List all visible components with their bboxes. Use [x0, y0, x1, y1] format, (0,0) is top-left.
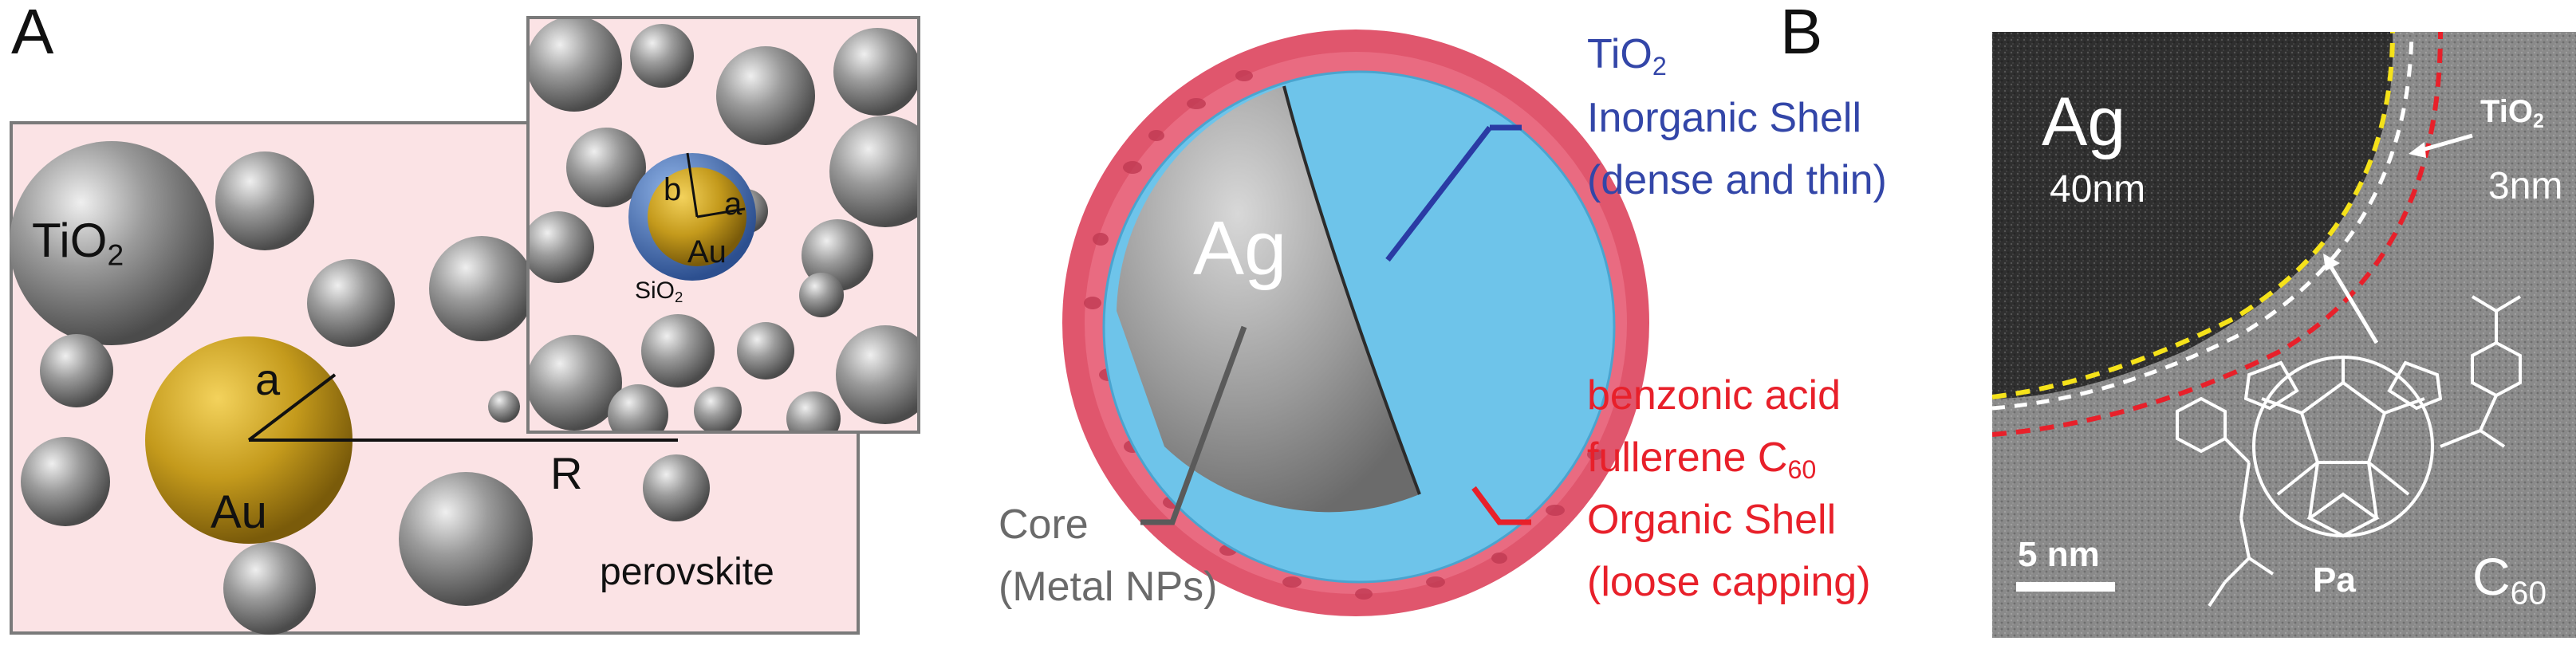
tio2-sphere: [307, 259, 395, 347]
radius-a-line: [247, 373, 337, 442]
tio2-leader: [1385, 125, 1492, 262]
panel-a-letter: A: [11, 0, 54, 67]
tio2-label: TiO2: [32, 214, 124, 272]
tem-ag-size: 40nm: [2050, 168, 2146, 210]
inorganic-desc-label: (dense and thin): [1587, 157, 1887, 203]
panel-b-tem: [1992, 32, 2576, 638]
ag-core-label: Ag: [1193, 206, 1287, 291]
tem-tio2-size: 3nm: [2488, 165, 2563, 207]
panel-a: [10, 16, 920, 635]
tio2-sphere: [21, 437, 110, 526]
tio2-sphere: [40, 334, 113, 407]
white-dash: [1992, 32, 2414, 411]
radius-a-label: a: [255, 354, 281, 404]
core-desc-label: (Metal NPs): [998, 564, 1218, 610]
inset-au-label: Au: [687, 234, 727, 269]
tio2-sphere: [215, 151, 314, 250]
fullerene-molecule: [2176, 295, 2522, 608]
core-label: Core: [998, 501, 1089, 548]
tem-tio2-label: TiO2: [2480, 94, 2544, 132]
inset-box: [528, 18, 919, 432]
tio2-shell-label: TiO2: [1587, 31, 1667, 81]
fullerene-label: fullerene C60: [1587, 435, 1817, 485]
tem-ag-label: Ag: [2042, 84, 2126, 160]
organic-shell-label: Organic Shell: [1587, 497, 1837, 543]
tem-c60-label: C60: [2472, 547, 2547, 612]
scale-bar: [2016, 582, 2115, 592]
benzoic-label: benzonic acid: [1587, 372, 1841, 419]
tio2-sphere: [223, 542, 316, 635]
tio2-sphere: [488, 391, 520, 423]
red-dash: [1992, 32, 2443, 437]
core-leader: [1140, 325, 1247, 525]
scale-bar-label: 5 nm: [2018, 535, 2100, 574]
organic-leader: [1471, 486, 1531, 525]
tio2-sphere: [429, 236, 534, 341]
distance-r-label: R: [550, 448, 583, 498]
inset-sio2-label: SiO2: [635, 277, 683, 306]
core-shell-sphere: [1062, 29, 1649, 616]
yellow-dash: [1992, 32, 2395, 399]
inorganic-shell-label: Inorganic Shell: [1587, 95, 1861, 141]
inset-a-label: a: [724, 187, 742, 222]
pa-label: Pa: [2313, 560, 2356, 600]
panel-b-letter: B: [1780, 0, 1823, 67]
au-label: Au: [211, 486, 267, 538]
ag-core: [1117, 86, 1420, 513]
perovskite-label: perovskite: [600, 551, 774, 593]
tio2-sphere: [399, 472, 533, 606]
tio2-sphere: [643, 454, 710, 521]
inset-b-label: b: [664, 172, 682, 207]
tio2-sphere-large: [10, 141, 214, 345]
organic-desc-label: (loose capping): [1587, 559, 1871, 605]
